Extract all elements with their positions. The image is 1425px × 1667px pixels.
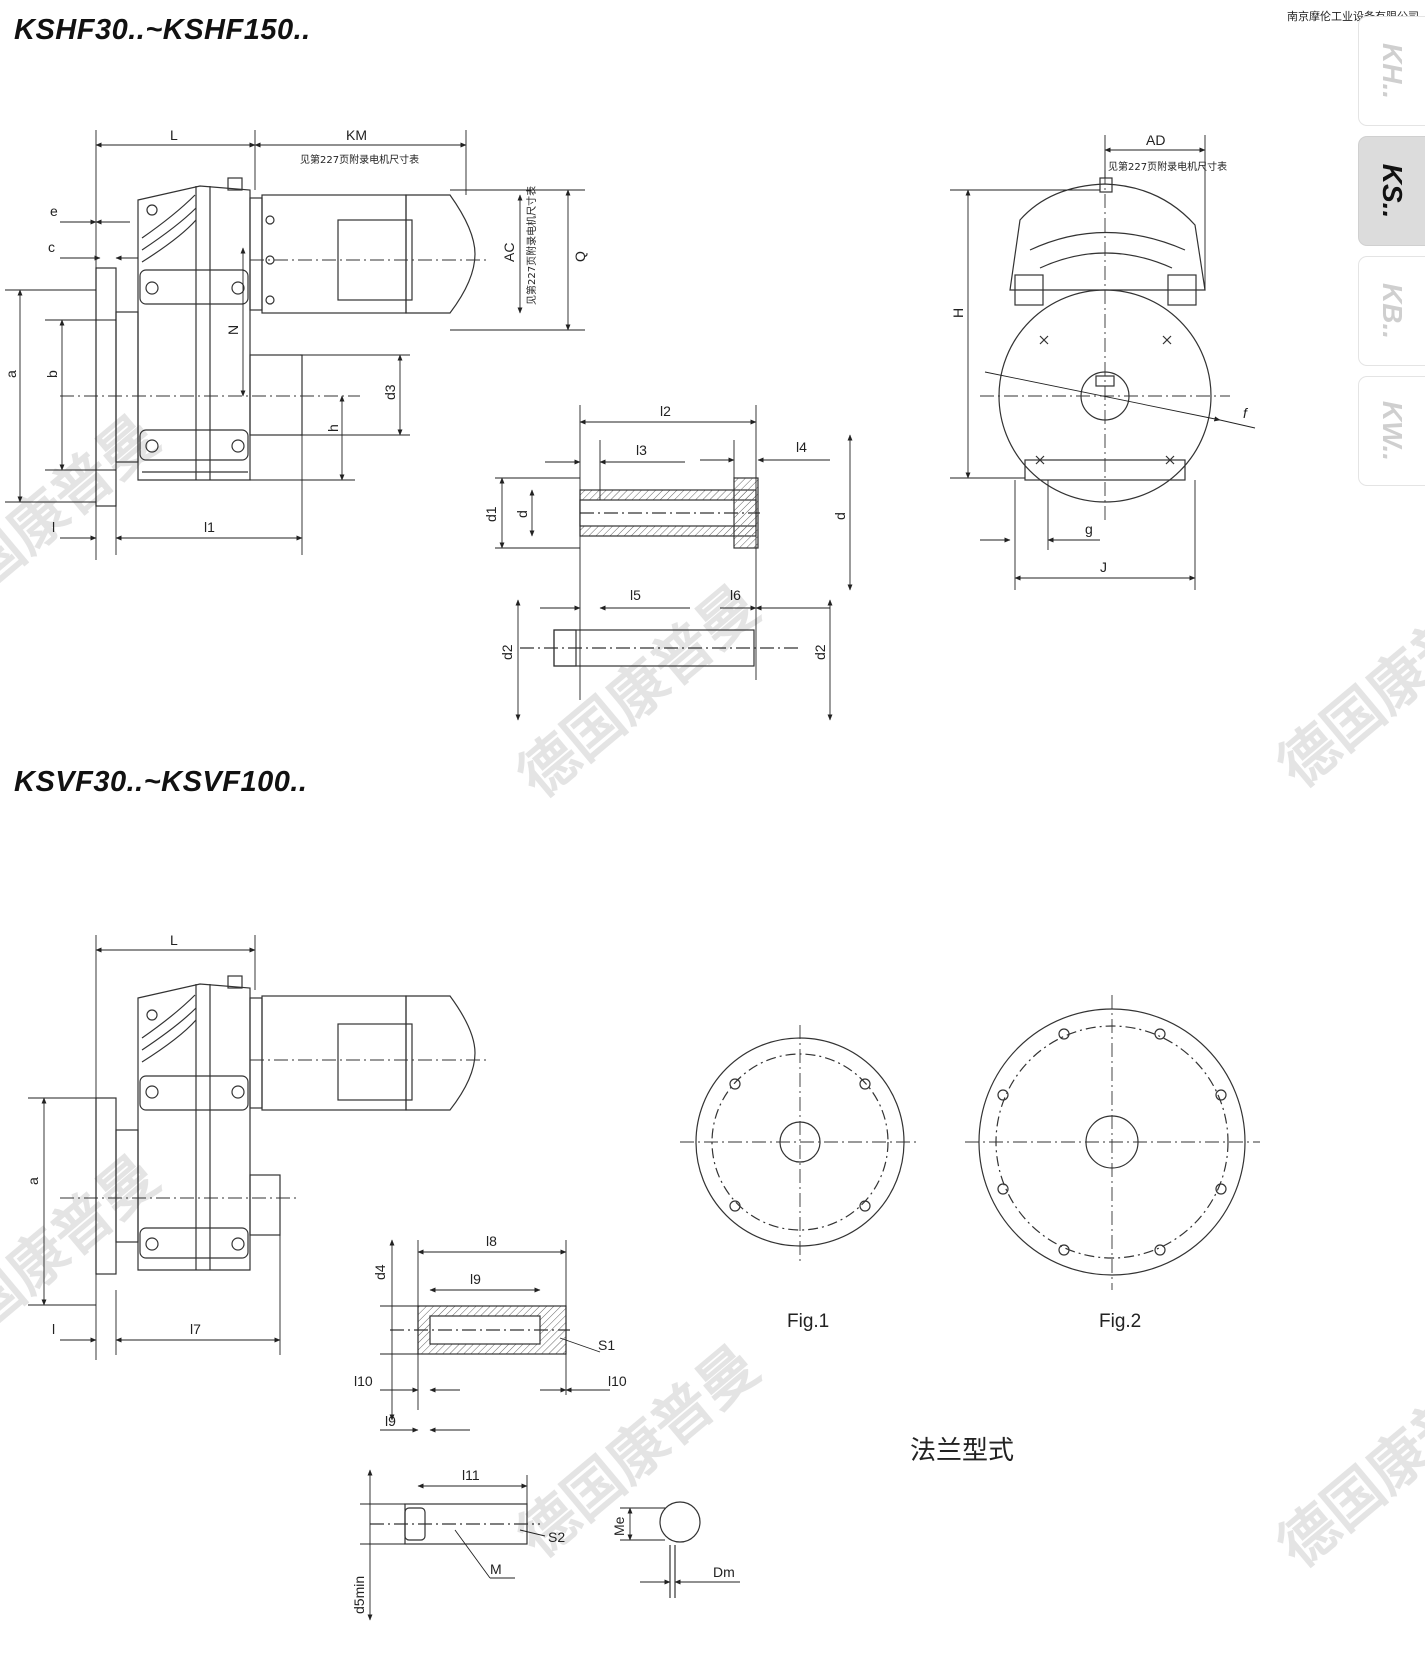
svg-text:l6: l6	[730, 587, 741, 603]
svg-text:德国康普曼: 德国康普曼	[1265, 562, 1425, 801]
svg-text:德国康普曼: 德国康普曼	[1265, 1342, 1425, 1581]
dimension-labels-bottom: L a l l7 d4 l8 l9 S1 l10 l10 l9 l11 S2 M…	[25, 932, 735, 1614]
svg-text:a: a	[3, 370, 19, 378]
watermark: 德国康普曼 德国康普曼 德国康普曼 德国康普曼 德国康普曼 德国康普曼	[0, 402, 1425, 1581]
svg-text:Me: Me	[611, 1516, 627, 1536]
spline-shaft-detail	[390, 1305, 570, 1355]
center-lines-bottom	[60, 1059, 490, 1199]
section-title-ksvf: KSVF30..~KSVF100..	[14, 766, 308, 798]
svg-text:l7: l7	[190, 1321, 201, 1337]
svg-text:d2: d2	[812, 644, 828, 660]
svg-text:e: e	[50, 203, 58, 219]
tab-kh[interactable]: KH..	[1358, 16, 1425, 126]
hollow-shaft-detail	[579, 477, 760, 549]
dimension-labels-top: L KM 见第227页附录电机尺寸表 AC 见第227页附录电机尺寸表 Q N …	[3, 127, 1249, 660]
svg-text:l5: l5	[630, 587, 641, 603]
svg-text:f: f	[1243, 405, 1249, 421]
svg-text:S1: S1	[598, 1337, 615, 1353]
svg-text:l3: l3	[636, 442, 647, 458]
svg-text:Q: Q	[572, 251, 588, 262]
dimension-lines	[5, 130, 1256, 1621]
fig2-label: Fig.2	[1099, 1311, 1142, 1332]
svg-text:德国康普曼: 德国康普曼	[0, 402, 171, 641]
svg-text:d2: d2	[499, 644, 515, 660]
center-lines-front	[980, 170, 1230, 520]
svg-text:S2: S2	[548, 1529, 565, 1545]
tab-kb[interactable]: KB..	[1358, 256, 1425, 366]
svg-text:d3: d3	[382, 384, 398, 400]
svg-text:Dm: Dm	[713, 1564, 735, 1580]
side-view-bottom	[95, 975, 476, 1275]
svg-text:g: g	[1085, 521, 1093, 537]
svg-text:d: d	[514, 510, 530, 518]
svg-text:l10: l10	[608, 1373, 627, 1389]
svg-text:AC: AC	[501, 243, 517, 262]
svg-text:见第227页附录电机尺寸表: 见第227页附录电机尺寸表	[525, 186, 538, 305]
svg-text:l1: l1	[204, 519, 215, 535]
svg-text:l2: l2	[660, 403, 671, 419]
svg-text:l8: l8	[486, 1233, 497, 1249]
solid-shaft-detail	[520, 629, 800, 667]
svg-text:见第227页附录电机尺寸表: 见第227页附录电机尺寸表	[300, 153, 419, 166]
tab-ks[interactable]: KS..	[1358, 136, 1425, 246]
svg-text:l9: l9	[385, 1413, 396, 1429]
svg-text:d5min: d5min	[351, 1576, 367, 1614]
svg-text:c: c	[48, 239, 55, 255]
svg-text:KM: KM	[346, 127, 367, 143]
svg-text:德国康普曼: 德国康普曼	[505, 1332, 771, 1571]
center-lines-top	[60, 259, 490, 397]
stud-detail	[370, 1501, 701, 1598]
svg-text:AD: AD	[1146, 132, 1165, 148]
tab-kw[interactable]: KW..	[1358, 376, 1425, 486]
svg-text:H: H	[950, 308, 966, 318]
svg-text:d4: d4	[372, 1264, 388, 1280]
svg-text:l11: l11	[462, 1467, 480, 1483]
svg-text:d1: d1	[483, 506, 499, 522]
svg-text:l: l	[52, 1321, 55, 1337]
svg-text:l10: l10	[354, 1373, 373, 1389]
svg-text:a: a	[25, 1177, 41, 1185]
svg-text:l9: l9	[470, 1271, 481, 1287]
svg-text:l: l	[52, 519, 55, 535]
svg-text:b: b	[44, 370, 60, 378]
svg-text:l4: l4	[796, 439, 807, 455]
svg-text:见第227页附录电机尺寸表: 见第227页附录电机尺寸表	[1108, 160, 1227, 173]
svg-text:L: L	[170, 932, 178, 948]
svg-text:d: d	[832, 512, 848, 520]
flange-type-label: 法兰型式	[910, 1436, 1015, 1466]
fig1-label: Fig.1	[787, 1311, 830, 1332]
svg-text:L: L	[170, 127, 178, 143]
svg-text:N: N	[225, 325, 241, 335]
side-view-top	[95, 177, 476, 507]
svg-text:M: M	[490, 1561, 502, 1577]
svg-text:J: J	[1100, 559, 1107, 575]
section-title-kshf: KSHF30..~KSHF150..	[14, 14, 311, 46]
svg-text:h: h	[325, 424, 341, 432]
